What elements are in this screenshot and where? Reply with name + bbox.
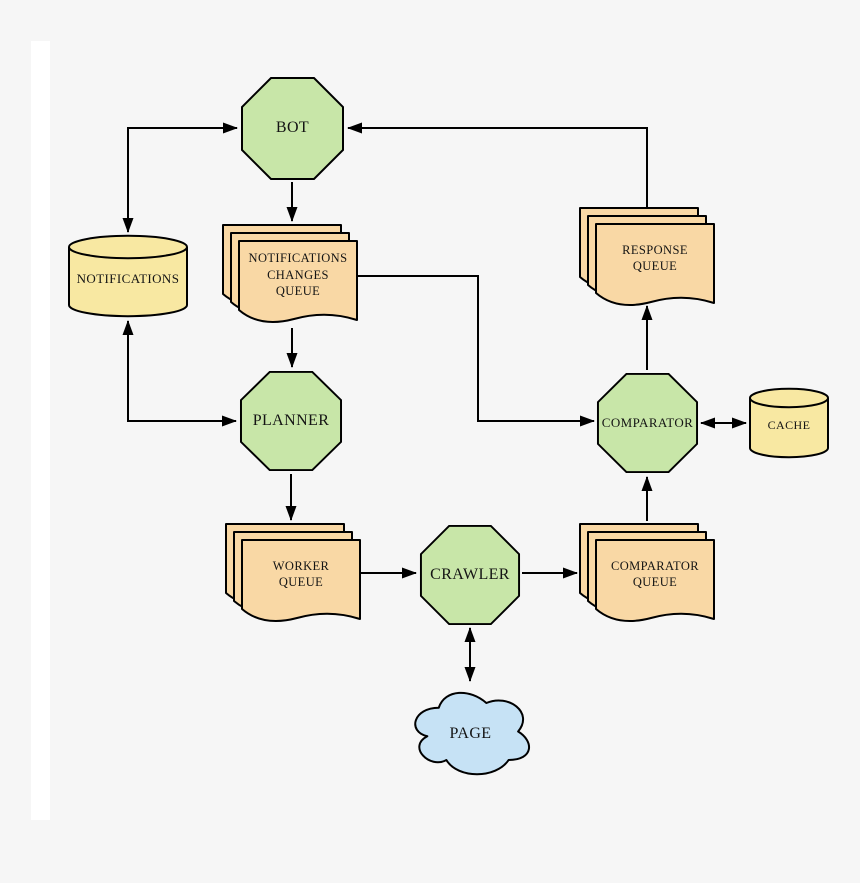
notifications-changes-queue-node[interactable]: NOTIFICATIONS CHANGES QUEUE bbox=[222, 224, 358, 326]
page-node[interactable]: PAGE bbox=[407, 684, 534, 779]
response-queue-node[interactable]: RESPONSE QUEUE bbox=[579, 207, 715, 309]
crawler-node[interactable]: CRAWLER bbox=[419, 524, 521, 626]
edge-response-queue-bot[interactable] bbox=[347, 122, 648, 207]
cylinder-shape bbox=[749, 387, 829, 459]
edge-notifications-planner[interactable] bbox=[122, 320, 237, 427]
crawler-label: CRAWLER bbox=[430, 565, 510, 583]
notifications-label: NOTIFICATIONS bbox=[76, 271, 180, 287]
comparator-queue-label: COMPARATOR QUEUE bbox=[610, 558, 700, 590]
octagon-shape bbox=[241, 77, 344, 180]
octagon-shape bbox=[596, 372, 699, 474]
document-stack-shape bbox=[579, 207, 715, 306]
comparator-label: COMPARATOR bbox=[601, 414, 694, 430]
notifications-changes-queue-label: NOTIFICATIONS CHANGES QUEUE bbox=[248, 251, 348, 299]
worker-queue-node[interactable]: WORKER QUEUE bbox=[225, 523, 361, 625]
document-stack-shape bbox=[579, 523, 715, 622]
cylinder-shape bbox=[68, 234, 188, 318]
left-white-strip bbox=[31, 41, 50, 820]
response-queue-label: RESPONSE QUEUE bbox=[622, 242, 688, 274]
edge-notifications-bot[interactable] bbox=[122, 122, 238, 233]
cache-node[interactable]: CACHE bbox=[749, 387, 829, 459]
octagon-shape bbox=[239, 370, 343, 472]
octagon-shape bbox=[419, 524, 521, 626]
bot-label: BOT bbox=[275, 119, 310, 137]
comparator-queue-node[interactable]: COMPARATOR QUEUE bbox=[579, 523, 715, 625]
planner-node[interactable]: PLANNER bbox=[239, 370, 343, 472]
notifications-node[interactable]: NOTIFICATIONS bbox=[68, 234, 188, 318]
bot-node[interactable]: BOT bbox=[240, 76, 345, 181]
edge-notifications-changes-queue-comparator[interactable] bbox=[358, 275, 595, 427]
document-stack-shape bbox=[222, 224, 358, 323]
document-stack-shape bbox=[225, 523, 361, 622]
comparator-node[interactable]: COMPARATOR bbox=[596, 372, 699, 474]
cache-label: CACHE bbox=[767, 417, 811, 432]
worker-queue-label: WORKER QUEUE bbox=[272, 558, 330, 590]
cloud-shape bbox=[414, 691, 530, 776]
planner-label: PLANNER bbox=[252, 411, 330, 429]
page-label: PAGE bbox=[449, 725, 492, 743]
